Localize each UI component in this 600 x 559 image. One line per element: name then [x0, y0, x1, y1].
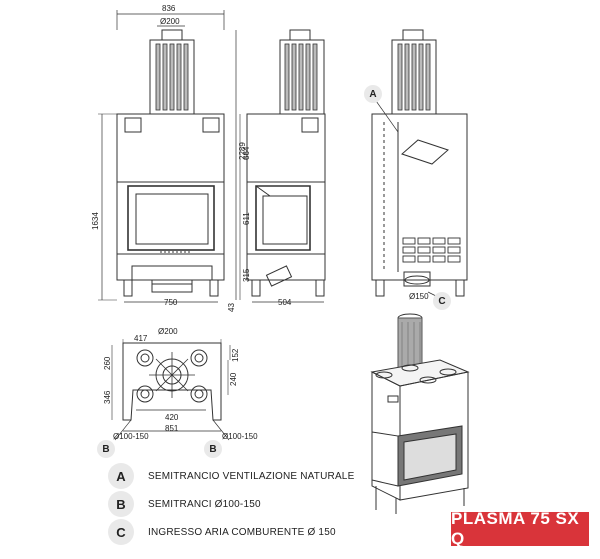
dim-flue-top: Ø200	[160, 17, 180, 26]
legend-badge-b: B	[108, 491, 134, 517]
dim-plan-152: 152	[231, 348, 240, 362]
callout-c-label: C	[438, 295, 446, 307]
dim-base-width-side: 504	[278, 298, 292, 307]
dim-plan-semi-left: Ø100-150	[113, 432, 149, 441]
dim-plan-flue: Ø200	[158, 327, 178, 336]
legend-row-a: A SEMITRANCIO VENTILAZIONE NATURALE	[108, 463, 354, 489]
callout-a: A	[364, 85, 382, 103]
legend-row-c: C INGRESSO ARIA COMBURENTE Ø 150	[108, 519, 336, 545]
product-title: PLASMA 75 SX Q	[451, 509, 589, 548]
dim-height-feet: 43	[227, 303, 236, 312]
rear-view	[371, 29, 468, 299]
dim-height-upper: 664	[242, 146, 251, 160]
dim-front-width: 836	[162, 4, 176, 13]
callout-b-right: B	[204, 440, 222, 458]
dim-plan-240: 240	[229, 372, 238, 386]
perspective-view	[370, 313, 470, 514]
callout-c: C	[433, 292, 451, 310]
dim-base-width-front: 750	[164, 298, 178, 307]
callout-b-right-label: B	[209, 443, 217, 455]
dim-plan-346: 346	[103, 390, 112, 404]
callout-b-left: B	[97, 440, 115, 458]
front-view	[98, 10, 237, 303]
dim-air-inlet: Ø150	[409, 292, 429, 301]
legend-text-b: SEMITRANCI Ø100-150	[148, 498, 261, 510]
callout-a-label: A	[369, 88, 377, 100]
dim-plan-semi-right: Ø100-150	[222, 432, 258, 441]
dim-height-body: 1634	[91, 212, 100, 230]
side-view	[239, 29, 326, 303]
legend-row-b: B SEMITRANCI Ø100-150	[108, 491, 261, 517]
dim-plan-260: 260	[103, 356, 112, 370]
callout-b-left-label: B	[102, 443, 110, 455]
legend-text-c: INGRESSO ARIA COMBURENTE Ø 150	[148, 526, 336, 538]
dim-plan-420: 420	[165, 413, 179, 422]
plan-view	[111, 339, 231, 441]
legend-badge-a: A	[108, 463, 134, 489]
dim-height-glass: 611	[242, 212, 251, 225]
dim-plan-851: 851	[165, 424, 179, 433]
legend-text-a: SEMITRANCIO VENTILAZIONE NATURALE	[148, 470, 355, 482]
dim-height-base: 315	[242, 268, 251, 282]
legend-badge-c: C	[108, 519, 134, 545]
dim-plan-417: 417	[134, 334, 148, 343]
